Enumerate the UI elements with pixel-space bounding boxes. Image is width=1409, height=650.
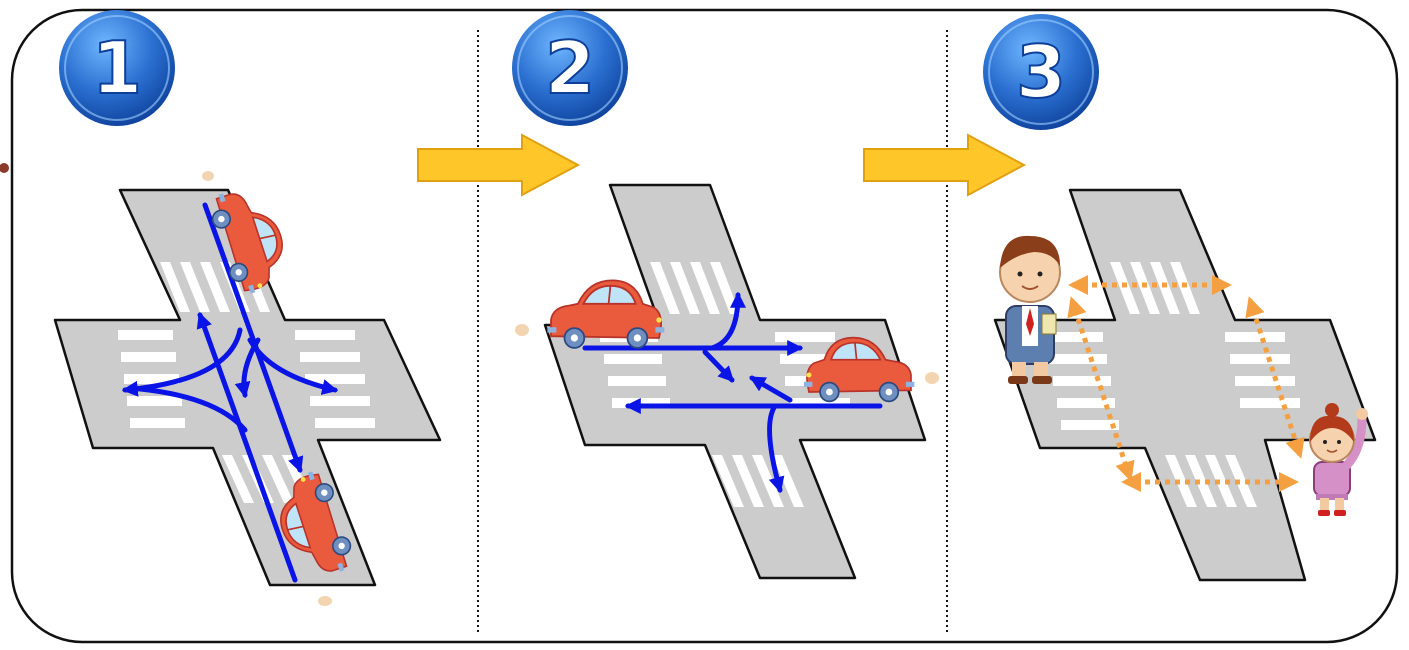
exhaust-puff-icon: [515, 324, 529, 336]
edge-marker: [0, 163, 9, 173]
crosswalk-bottom: [712, 455, 804, 507]
step-number-2: 2: [545, 26, 595, 110]
panel-step-3: 3: [982, 13, 1377, 582]
girl-icon: [1309, 403, 1368, 516]
panel-step-2: 2: [511, 9, 939, 580]
step-number-3: 3: [1016, 30, 1066, 114]
pedestrian-crossing-arrows: [1067, 275, 1305, 492]
intersection-road: [993, 188, 1377, 582]
intersection-road: [543, 183, 927, 580]
boy-icon: [999, 235, 1061, 384]
exhaust-puff-icon: [925, 372, 939, 384]
exhaust-puff-icon: [318, 596, 332, 606]
exhaust-puff-icon: [202, 171, 214, 181]
traffic-flow-arrows: [582, 291, 883, 494]
traffic-flow-arrows: [121, 202, 339, 583]
crosswalk-left: [118, 330, 185, 428]
crosswalk-right: [295, 330, 375, 428]
panel-step-1: 1: [53, 9, 442, 606]
step-number-1: 1: [92, 26, 142, 110]
